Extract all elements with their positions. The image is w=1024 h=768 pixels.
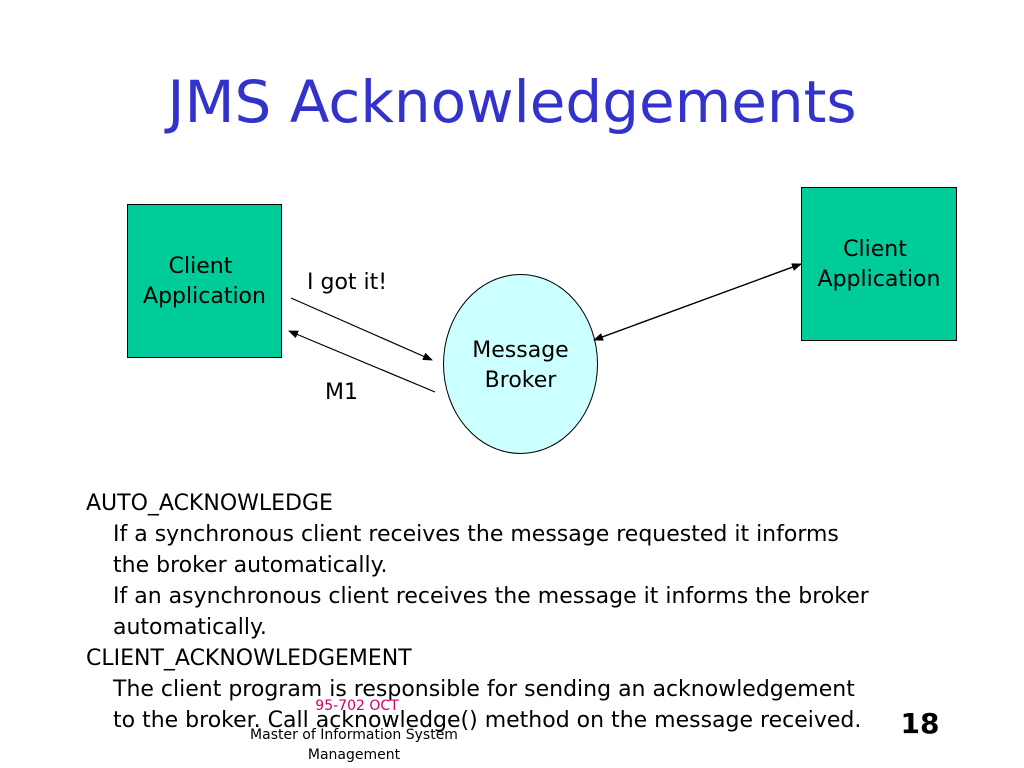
slide-title: JMS Acknowledgements [167,68,857,136]
footer-org-line1: Master of Information System [250,727,458,743]
right-client-label-line1: Client [843,237,907,262]
footer-course-code: 95-702 OCT [315,698,399,714]
broker-label-line1: Message [472,338,569,363]
message-arrow [288,330,436,393]
client-ack-text-line1: The client program is responsible for se… [113,677,855,702]
right-client-to-broker-arrow [593,263,802,341]
ack-arrow [290,297,433,361]
auto-acknowledge-heading: AUTO_ACKNOWLEDGE [86,491,333,516]
message-broker-ellipse: Message Broker [443,274,598,454]
left-client-label-line2: Application [143,284,266,309]
footer-org-line2: Management [307,747,401,763]
acknowledgement-modes-text: AUTO_ACKNOWLEDGE If a synchronous client… [86,488,1016,736]
client-ack-text-line2: to the broker. Call acknowledge() method… [113,708,862,733]
right-client-application-box: Client Application [801,187,957,341]
right-client-label-line2: Application [817,267,941,292]
auto-async-text-line2: automatically. [113,615,267,640]
auto-sync-text-line2: the broker automatically. [113,553,388,578]
left-client-application-box: Client Application [127,204,282,358]
broker-label-line2: Broker [484,368,557,393]
left-client-label-line1: Client [168,254,233,279]
client-acknowledgement-heading: CLIENT_ACKNOWLEDGEMENT [86,646,412,671]
message-arrow-label: M1 [325,380,358,405]
footer-organization: Master of Information System Management [214,725,494,765]
ack-arrow-label: I got it! [307,270,388,295]
auto-async-text-line1: If an asynchronous client receives the m… [113,584,869,609]
page-number: 18 [900,707,940,740]
broker-to-right-client-arrow [593,263,802,341]
auto-sync-text-line1: If a synchronous client receives the mes… [113,522,839,547]
